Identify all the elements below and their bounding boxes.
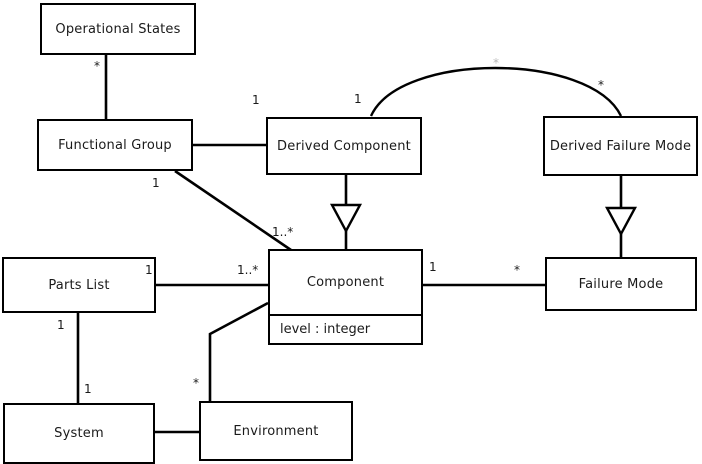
multiplicity-derived-failure-mode-arc: *: [598, 78, 604, 92]
class-name-failure-mode: Failure Mode: [578, 276, 664, 292]
class-box-environment[interactable]: Environment: [199, 401, 353, 461]
multiplicity-parts-list-system: 1: [57, 318, 65, 332]
class-box-derived-failure-mode[interactable]: Derived Failure Mode: [543, 116, 698, 176]
class-name-derived-failure-mode: Derived Failure Mode: [549, 138, 692, 154]
generalization-arrowhead-derived-component: [329, 203, 363, 234]
class-name-component: Component: [306, 275, 385, 290]
class-name-functional-group: Functional Group: [58, 137, 172, 153]
class-name-environment: Environment: [233, 423, 319, 439]
association-component-environment: [208, 301, 269, 401]
class-attribute-component-level: level : integer: [270, 314, 421, 343]
multiplicity-arc-apex: *: [493, 56, 499, 70]
multiplicity-component-functional-group: 1..*: [272, 225, 294, 239]
association-functional-group-component: [174, 169, 292, 252]
class-name-operational-states: Operational States: [55, 21, 181, 37]
multiplicity-environment-component: *: [193, 376, 199, 390]
class-box-parts-list[interactable]: Parts List: [2, 257, 156, 313]
multiplicity-component-parts-list: 1..*: [237, 263, 259, 277]
multiplicity-functional-group-derived-component: 1: [252, 93, 260, 107]
class-name-derived-component: Derived Component: [277, 138, 411, 154]
multiplicity-failure-mode-component: *: [514, 263, 520, 277]
class-box-functional-group[interactable]: Functional Group: [37, 119, 193, 171]
multiplicity-functional-group-component: 1: [152, 176, 160, 190]
class-box-operational-states[interactable]: Operational States: [40, 3, 196, 55]
class-box-system[interactable]: System: [3, 403, 155, 464]
multiplicity-component-failure-mode: 1: [429, 260, 437, 274]
class-name-parts-list: Parts List: [48, 277, 110, 293]
multiplicity-derived-component-arc: 1: [354, 92, 362, 106]
multiplicity-parts-list-component: 1: [145, 263, 153, 277]
class-name-system: System: [54, 426, 104, 441]
class-box-component[interactable]: Component level : integer: [268, 249, 423, 345]
class-box-derived-component[interactable]: Derived Component: [266, 117, 422, 175]
generalization-arrowhead-derived-failure-mode: [604, 206, 638, 237]
association-derived-component-derived-failure-mode: [369, 66, 623, 117]
multiplicity-system-parts-list: 1: [84, 382, 92, 396]
multiplicity-operational-states-functional-group: *: [94, 59, 100, 73]
class-box-failure-mode[interactable]: Failure Mode: [545, 257, 697, 311]
